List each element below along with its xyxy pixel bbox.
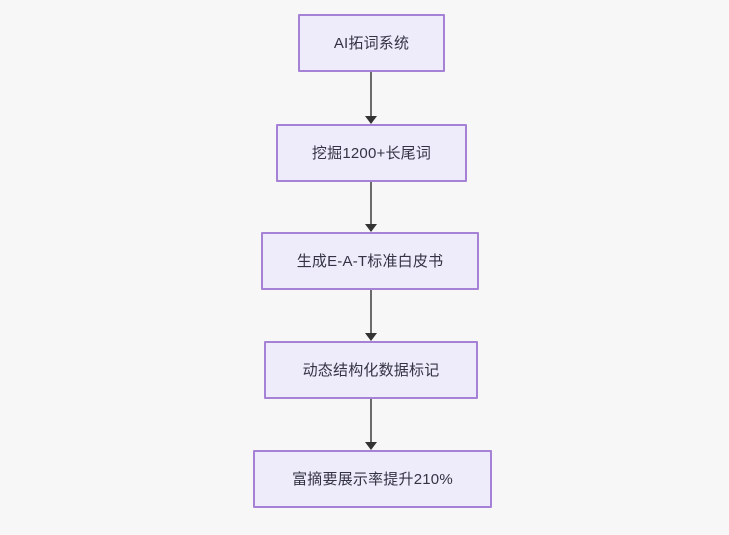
flow-node-4[interactable]: 动态结构化数据标记 (264, 341, 478, 399)
flow-node-label: 动态结构化数据标记 (302, 361, 440, 379)
flow-arrow-2 (356, 182, 386, 232)
flow-node-2[interactable]: 挖掘1200+长尾词 (276, 124, 467, 182)
flow-node-label: 挖掘1200+长尾词 (311, 144, 432, 162)
flow-node-label: 生成E-A-T标准白皮书 (296, 252, 444, 270)
flow-node-1[interactable]: AI拓词系统 (298, 14, 445, 72)
flow-node-5[interactable]: 富摘要展示率提升210% (253, 450, 492, 508)
flow-arrow-1 (356, 72, 386, 124)
flow-arrow-3 (356, 290, 386, 341)
flow-arrow-4 (356, 399, 386, 450)
flow-node-label: AI拓词系统 (333, 34, 410, 52)
flow-node-3[interactable]: 生成E-A-T标准白皮书 (261, 232, 479, 290)
flow-node-label: 富摘要展示率提升210% (292, 470, 453, 488)
